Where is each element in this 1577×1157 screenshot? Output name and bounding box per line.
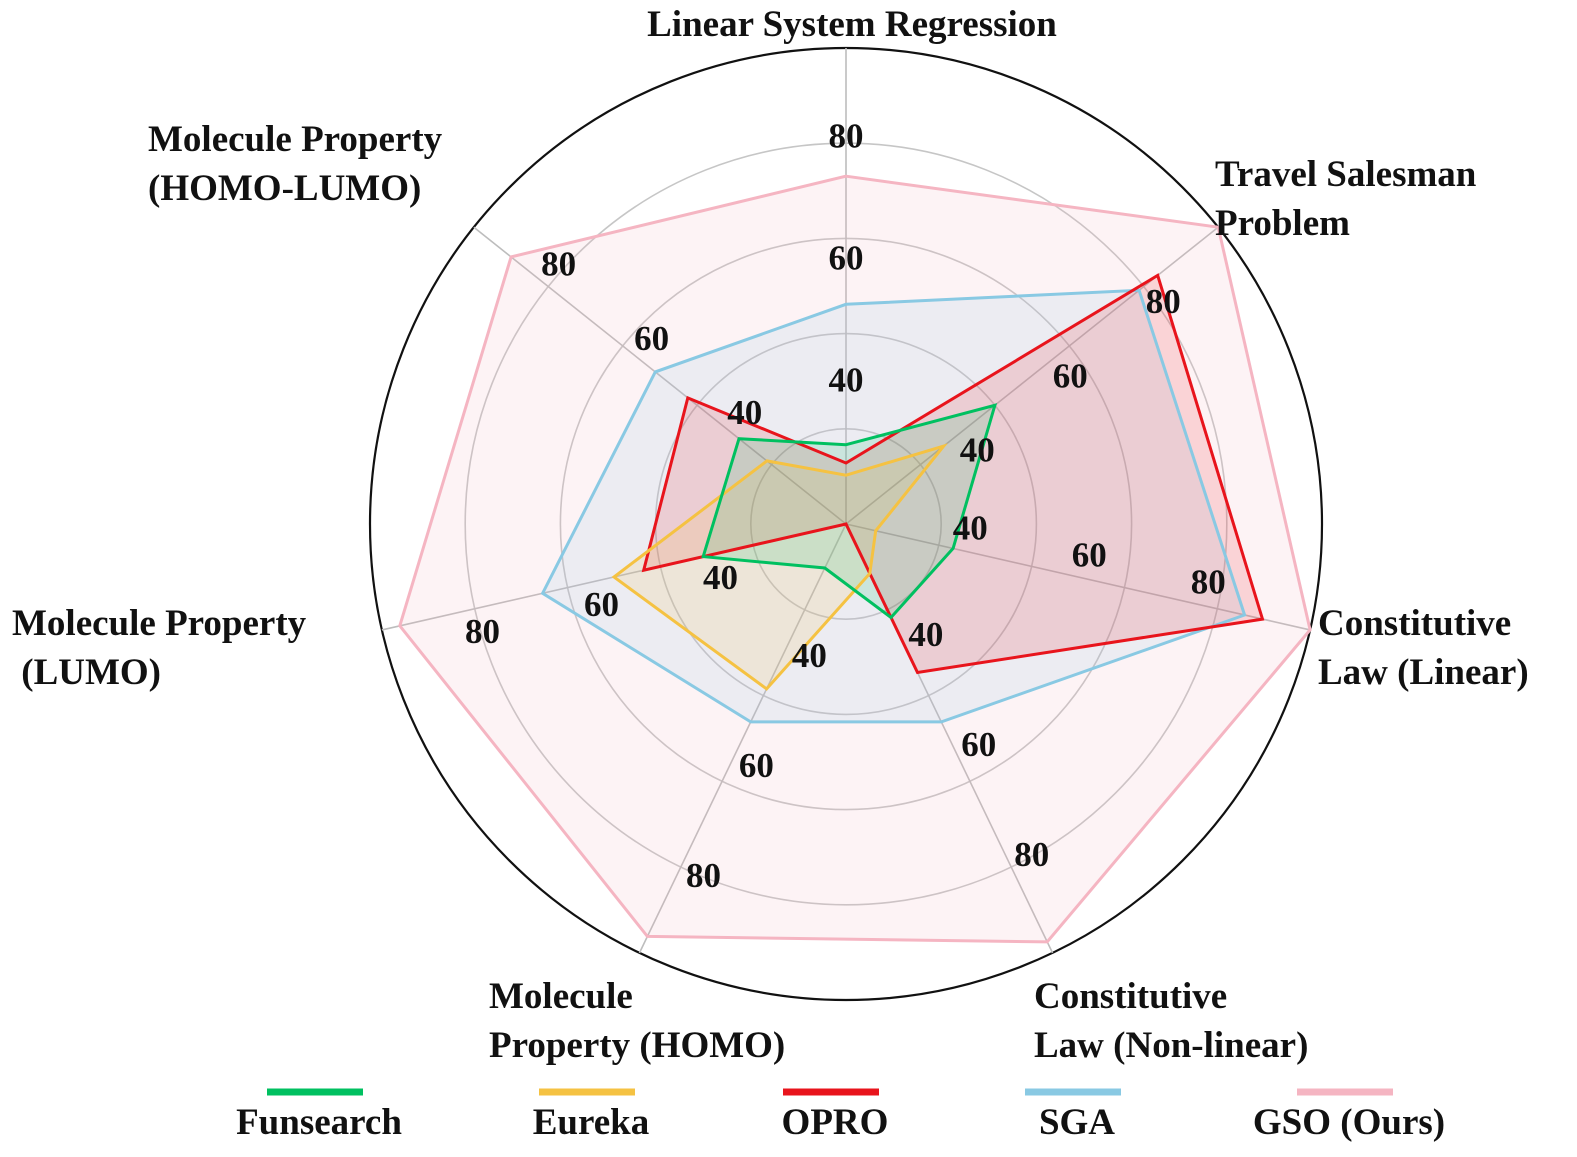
- series-line-gso-ours: [398, 174, 1312, 944]
- tick-label: 60: [739, 746, 774, 785]
- series-fill-funsearch: [703, 405, 995, 618]
- series-line-eureka: [611, 443, 948, 691]
- tick-label: 60: [829, 238, 864, 277]
- series-fill-opro: [643, 275, 1263, 673]
- tick-label: 80: [686, 856, 721, 895]
- series-fills: [399, 176, 1311, 942]
- tick-label: 60: [584, 585, 619, 624]
- series-line-funsearch: [701, 403, 998, 620]
- legend-label-sga: SGA: [1039, 1102, 1115, 1143]
- spoke-7: [473, 226, 847, 525]
- series-fill-sga: [542, 290, 1245, 722]
- tick-label: 60: [634, 319, 669, 358]
- tick-label: 80: [1191, 563, 1226, 602]
- tick-label: 60: [1053, 356, 1088, 395]
- tick-label: 80: [1014, 835, 1049, 874]
- axis-label-1: Linear System Regression: [647, 4, 1057, 45]
- legend-label-eureka: Eureka: [533, 1102, 650, 1143]
- series-line-opro: [641, 273, 1265, 675]
- tick-label: 60: [961, 725, 996, 764]
- series-line-sga: [540, 288, 1247, 724]
- axis-label-6: Molecule Property (LUMO): [12, 603, 307, 693]
- tick-label: 80: [465, 612, 500, 651]
- tick-labels: 40 60 80 40 60 80 40 60 80 40 60 80 40 60 80 40 60 80 40 60…: [465, 116, 1226, 895]
- tick-label: 40: [703, 558, 738, 597]
- axis-label-7: Molecule Property(HOMO-LUMO): [148, 119, 443, 209]
- legend: Funsearch Eureka OPRO SGA GSO (Ours): [236, 1088, 1445, 1143]
- spoke-3: [845, 523, 1311, 631]
- tick-label: 40: [727, 393, 762, 432]
- tick-label: 40: [908, 615, 943, 654]
- series-fill-eureka: [614, 446, 944, 689]
- tick-label: 40: [953, 508, 988, 547]
- tick-label: 40: [960, 431, 995, 470]
- legend-label-gso-ours: GSO (Ours): [1253, 1102, 1445, 1143]
- tick-label: 80: [1146, 282, 1181, 321]
- tick-label: 60: [1072, 535, 1107, 574]
- spoke-5: [638, 523, 847, 954]
- tick-label: 40: [792, 636, 827, 675]
- legend-label-opro: OPRO: [782, 1102, 889, 1143]
- tick-label: 80: [829, 116, 864, 155]
- series-fill-gso-ours: [399, 176, 1311, 942]
- grid: [368, 46, 1324, 1002]
- legend-label-funsearch: Funsearch: [236, 1102, 402, 1143]
- tick-label: 80: [541, 245, 576, 284]
- tick-label: 40: [829, 360, 864, 399]
- series-lines: [398, 174, 1312, 944]
